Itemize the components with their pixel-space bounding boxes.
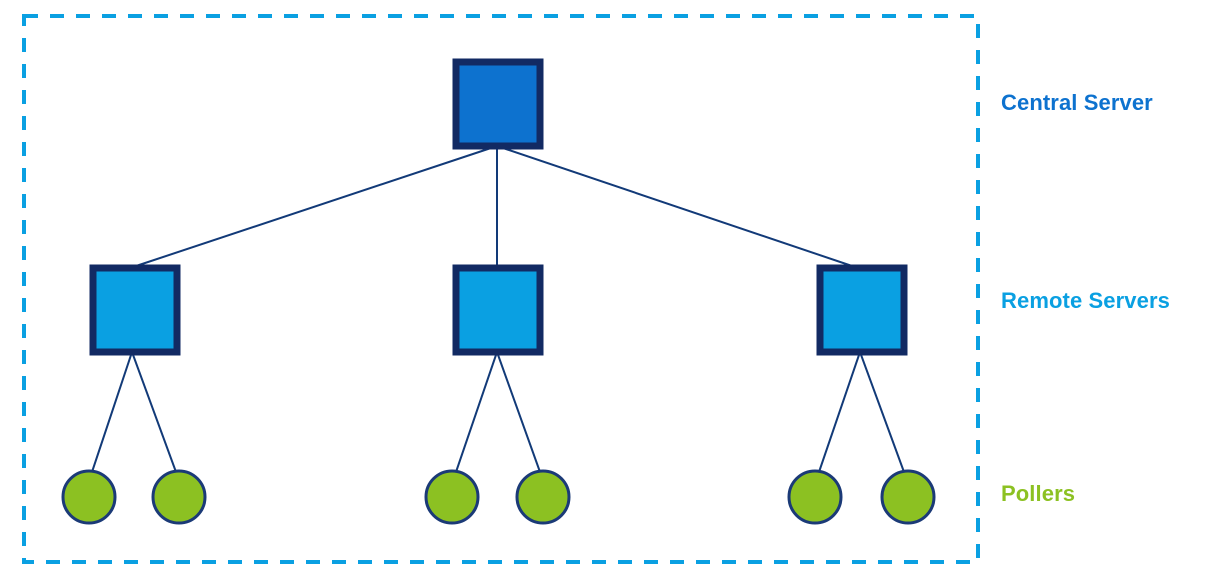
tier-label-pollers: Pollers <box>1001 481 1076 506</box>
deployment-boundary-rect <box>22 14 980 564</box>
poller-node-3[interactable] <box>424 469 480 525</box>
remote-server-node-2[interactable] <box>452 264 544 356</box>
poller-node-5[interactable] <box>787 469 843 525</box>
link-remote-2-to-poller-4 <box>496 351 541 473</box>
central-server-node[interactable] <box>452 58 544 150</box>
link-remote-3-to-poller-6 <box>859 351 905 473</box>
tier-label-remote-servers: Remote Servers <box>1001 288 1170 313</box>
poller-node-2[interactable] <box>151 469 207 525</box>
link-remote-1-to-poller-2 <box>131 351 177 473</box>
pollers-group <box>61 469 936 525</box>
remote-servers-group <box>89 264 908 356</box>
remote-to-poller-links <box>91 351 905 473</box>
tier-label-central-server: Central Server <box>1001 90 1153 115</box>
poller-node-1[interactable] <box>61 469 117 525</box>
link-remote-1-to-poller-1 <box>91 351 133 473</box>
link-central-to-remote-1 <box>129 145 498 269</box>
poller-node-4[interactable] <box>515 469 571 525</box>
central-to-remote-links <box>129 145 859 269</box>
remote-server-node-1[interactable] <box>89 264 181 356</box>
link-remote-2-to-poller-3 <box>455 351 498 473</box>
poller-node-6[interactable] <box>880 469 936 525</box>
remote-server-node-3[interactable] <box>816 264 908 356</box>
link-remote-3-to-poller-5 <box>818 351 861 473</box>
link-central-to-remote-3 <box>496 145 859 269</box>
